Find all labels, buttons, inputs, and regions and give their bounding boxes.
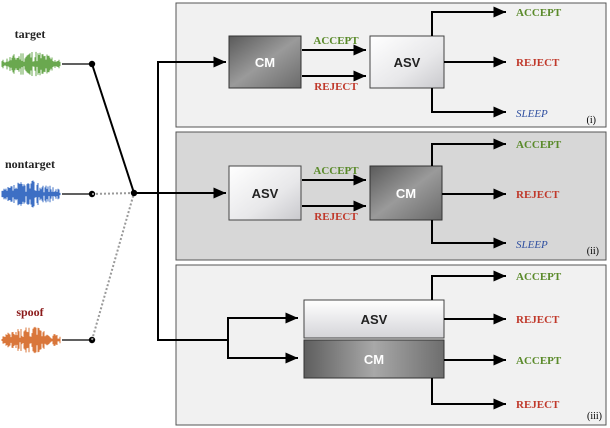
decision-accept-i: ACCEPT xyxy=(516,7,562,19)
decision-reject-ii: REJECT xyxy=(516,189,560,201)
asv-box-panel-iii xyxy=(303,299,445,339)
decision-sleep-ii: SLEEP xyxy=(516,239,548,251)
source-label-nontarget: nontarget xyxy=(5,157,55,171)
waveform-nontarget-icon xyxy=(1,180,61,208)
cm-box-panel-ii-label: CM xyxy=(396,186,416,201)
cm-box-panel-ii xyxy=(369,165,443,221)
asv-accept-label-ii: ACCEPT xyxy=(313,165,359,177)
decision-reject-iii-a: REJECT xyxy=(516,314,560,326)
source-label-target: target xyxy=(15,27,46,41)
decision-sleep-i: SLEEP xyxy=(516,108,548,120)
waveform-spoof-icon xyxy=(1,326,61,354)
cm-outputs-panel-ii xyxy=(431,138,506,249)
cm-box-panel-iii xyxy=(303,339,445,379)
source-label-spoof: spoof xyxy=(16,305,44,319)
asv-box-panel-ii xyxy=(228,165,302,221)
cm-box-panel-iii-label: CM xyxy=(364,352,384,367)
decision-accept-ii: ACCEPT xyxy=(516,139,562,151)
waveform-target-icon xyxy=(1,51,61,77)
asv-box-panel-i xyxy=(369,35,445,89)
cm-box-panel-i-label: CM xyxy=(255,55,275,70)
panel-i-tag: (i) xyxy=(587,115,596,126)
outputs-panel-iii xyxy=(431,270,506,410)
asv-outputs-panel-i xyxy=(431,6,506,118)
panel-ii-tag: (ii) xyxy=(587,246,599,257)
panel-iii-tag: (iii) xyxy=(587,411,602,422)
decision-reject-i: REJECT xyxy=(516,57,560,69)
decision-accept-iii-b: ACCEPT xyxy=(516,355,562,367)
decision-reject-iii-b: REJECT xyxy=(516,399,560,411)
asv-box-panel-i-label: ASV xyxy=(394,55,421,70)
asv-box-panel-ii-label: ASV xyxy=(252,186,279,201)
asv-box-panel-iii-label: ASV xyxy=(361,312,388,327)
decision-accept-iii-a: ACCEPT xyxy=(516,271,562,283)
parallel-split-panel-iii xyxy=(227,312,298,364)
cm-accept-label-i: ACCEPT xyxy=(313,35,359,47)
cm-box-panel-i xyxy=(228,35,302,89)
cm-reject-label-i: REJECT xyxy=(314,81,358,93)
source-connections xyxy=(62,56,228,344)
asv-reject-label-ii: REJECT xyxy=(314,211,358,223)
